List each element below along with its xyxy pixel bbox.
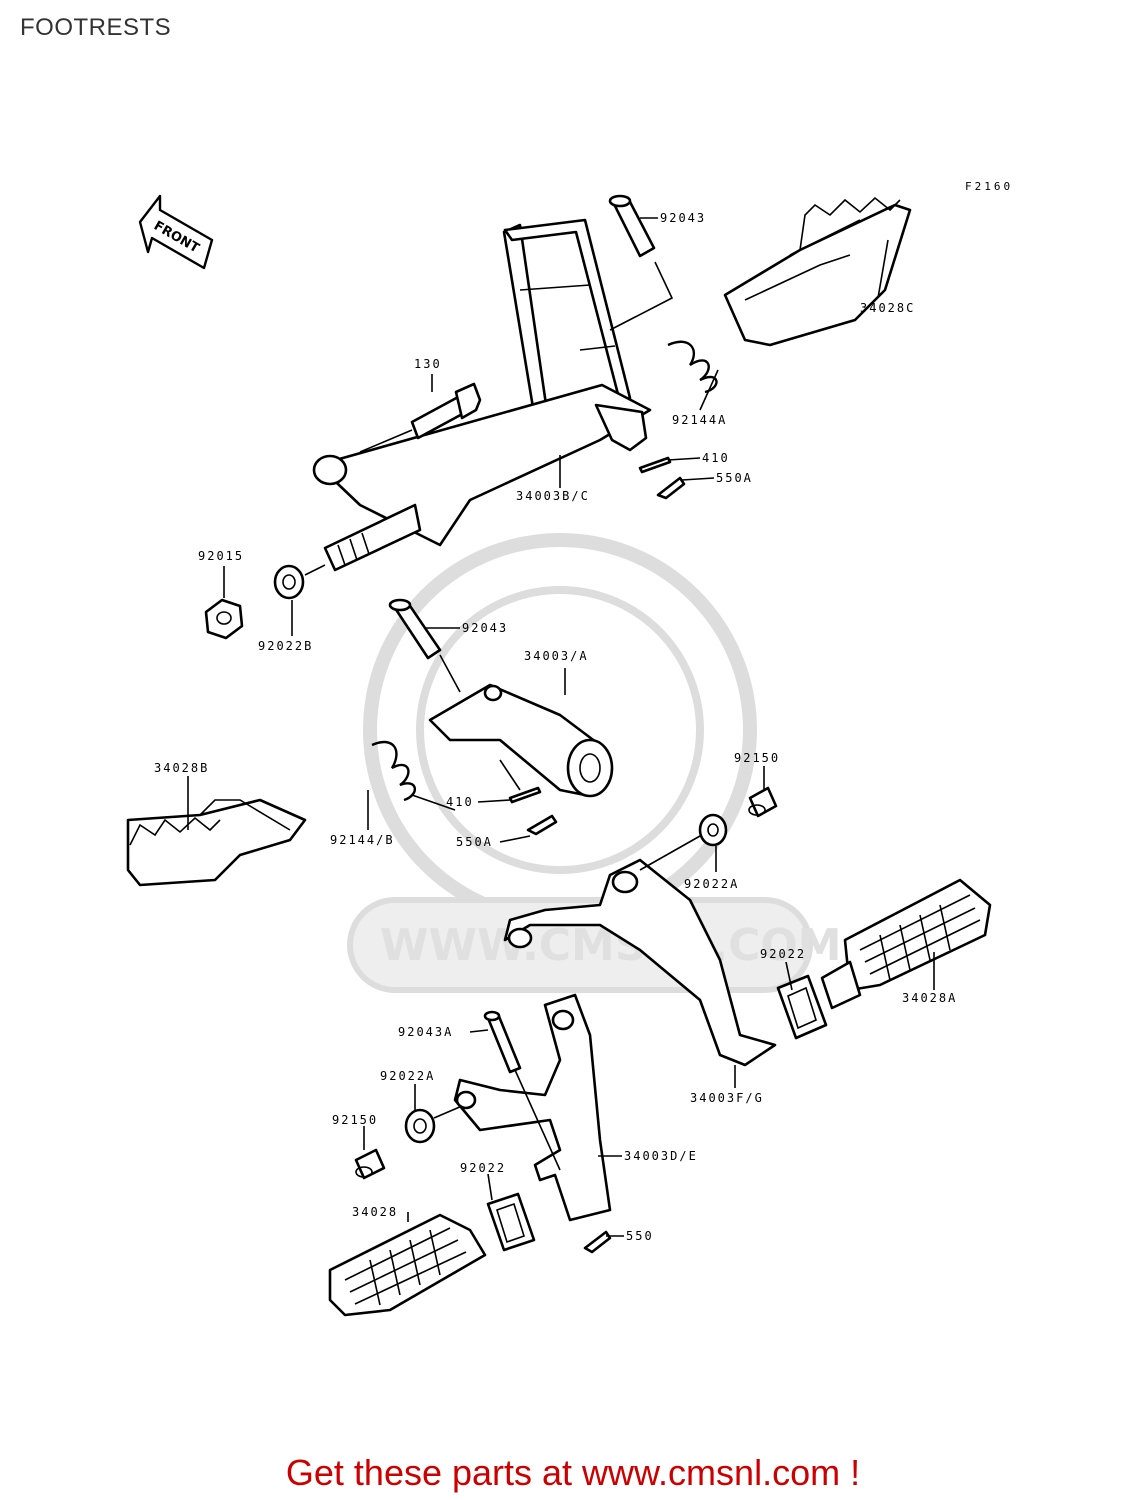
callout-34003fg: 34003F/G bbox=[690, 1065, 764, 1105]
bracket-34003a bbox=[428, 683, 614, 798]
bracket-34003fg bbox=[503, 858, 777, 1067]
callout-label: 550 bbox=[626, 1229, 654, 1243]
nut-92015 bbox=[204, 598, 244, 640]
callout-label: 410 bbox=[702, 451, 730, 465]
callout-label: 34028 bbox=[352, 1205, 398, 1219]
callout-label: 34003/A bbox=[524, 649, 589, 663]
front-arrow-icon: FRONT bbox=[138, 194, 214, 270]
callout-label: 550A bbox=[456, 835, 493, 849]
callout-label: 92043 bbox=[660, 211, 706, 225]
cta-link[interactable]: Get these parts at www.cmsnl.com ! bbox=[285, 1452, 861, 1493]
callout-550: 550 bbox=[606, 1229, 654, 1243]
callout-label: 92022A bbox=[380, 1069, 435, 1083]
callout-92022-left: 92022 bbox=[460, 1161, 506, 1201]
callout-34028c: 34028C bbox=[860, 239, 915, 315]
callout-92043-mid: 92043 bbox=[425, 621, 508, 693]
callout-label: 92022 bbox=[760, 947, 806, 961]
bracket-34003bc bbox=[312, 218, 652, 547]
callout-34003de: 34003D/E bbox=[598, 1149, 698, 1163]
callout-92022a-right: 92022A bbox=[639, 835, 739, 891]
pin-92043a bbox=[483, 1010, 522, 1074]
callout-550a-mid: 550A bbox=[456, 835, 531, 849]
footpeg-34028c bbox=[723, 196, 912, 347]
callout-34028b: 34028B bbox=[154, 761, 209, 830]
callout-label: 92015 bbox=[198, 549, 244, 563]
spring-92144a bbox=[667, 340, 718, 394]
bolt-92150-right bbox=[748, 786, 778, 818]
callout-label: 92022 bbox=[460, 1161, 506, 1175]
callout-label: 34003F/G bbox=[690, 1091, 764, 1105]
callout-label: 550A bbox=[716, 471, 753, 485]
footpeg-34028b bbox=[126, 798, 307, 887]
bolt-130 bbox=[410, 382, 482, 440]
callout-130: 130 bbox=[359, 357, 442, 453]
rubber-92022-right bbox=[776, 974, 828, 1040]
callout-label: 34028B bbox=[154, 761, 209, 775]
page-title: FOOTRESTS bbox=[20, 14, 172, 41]
callout-label: 92150 bbox=[734, 751, 780, 765]
callout-92022b: 92022B bbox=[258, 564, 326, 653]
footpeg-34028a bbox=[820, 878, 992, 1010]
rubber-92022-left bbox=[486, 1192, 536, 1252]
callout-label: 34028C bbox=[860, 301, 915, 315]
callout-410-mid: 410 bbox=[446, 759, 521, 809]
callout-label: 34003B/C bbox=[516, 489, 590, 503]
cotter-550a-top bbox=[656, 476, 686, 500]
callout-92015: 92015 bbox=[198, 549, 244, 598]
pin-92043-mid bbox=[388, 598, 442, 660]
callout-410-top: 410 bbox=[667, 451, 730, 465]
callout-92022-right: 92022 bbox=[760, 947, 806, 991]
shaft bbox=[323, 503, 422, 572]
washer-92022b bbox=[273, 564, 305, 600]
callout-label: 34003D/E bbox=[624, 1149, 698, 1163]
callout-92150-right: 92150 bbox=[734, 751, 780, 790]
bolt-92150-left bbox=[354, 1148, 386, 1180]
callout-label: 92022A bbox=[684, 877, 739, 891]
callout-label: 92043 bbox=[462, 621, 508, 635]
callout-label: 92144A bbox=[672, 413, 727, 427]
callout-34028a: 34028A bbox=[902, 952, 957, 1005]
callout-34003a: 34003/A bbox=[524, 649, 589, 695]
pin-410-mid bbox=[508, 786, 542, 804]
footpeg-34028 bbox=[328, 1213, 487, 1317]
callout-92043-top: 92043 bbox=[609, 211, 706, 331]
figure-code: F2160 bbox=[965, 180, 1014, 193]
callout-92144a: 92144A bbox=[672, 369, 727, 427]
callout-label: 410 bbox=[446, 795, 474, 809]
callout-label: 92022B bbox=[258, 639, 313, 653]
washer-92022a-left bbox=[404, 1108, 436, 1144]
pin-410-top bbox=[638, 456, 672, 474]
callout-92144b: 92144/B bbox=[330, 790, 456, 847]
cotter-550a-mid bbox=[526, 814, 558, 836]
callout-92043a: 92043A bbox=[398, 1025, 561, 1171]
callout-label: 130 bbox=[414, 357, 442, 371]
callout-92022a-left: 92022A bbox=[380, 1069, 463, 1119]
callout-label: 92144/B bbox=[330, 833, 395, 847]
callout-34003bc: 34003B/C bbox=[516, 455, 590, 503]
spring-92144b bbox=[371, 740, 416, 802]
callout-550a-top: 550A bbox=[681, 471, 753, 485]
callout-label: 92150 bbox=[332, 1113, 378, 1127]
cotter-550 bbox=[583, 1230, 612, 1254]
washer-92022a-right bbox=[698, 813, 728, 847]
callout-label: 34028A bbox=[902, 991, 957, 1005]
pin-92043-top bbox=[608, 194, 656, 258]
callout-34028: 34028 bbox=[352, 1205, 409, 1222]
callout-92150-left: 92150 bbox=[332, 1113, 378, 1150]
callout-label: 92043A bbox=[398, 1025, 453, 1039]
